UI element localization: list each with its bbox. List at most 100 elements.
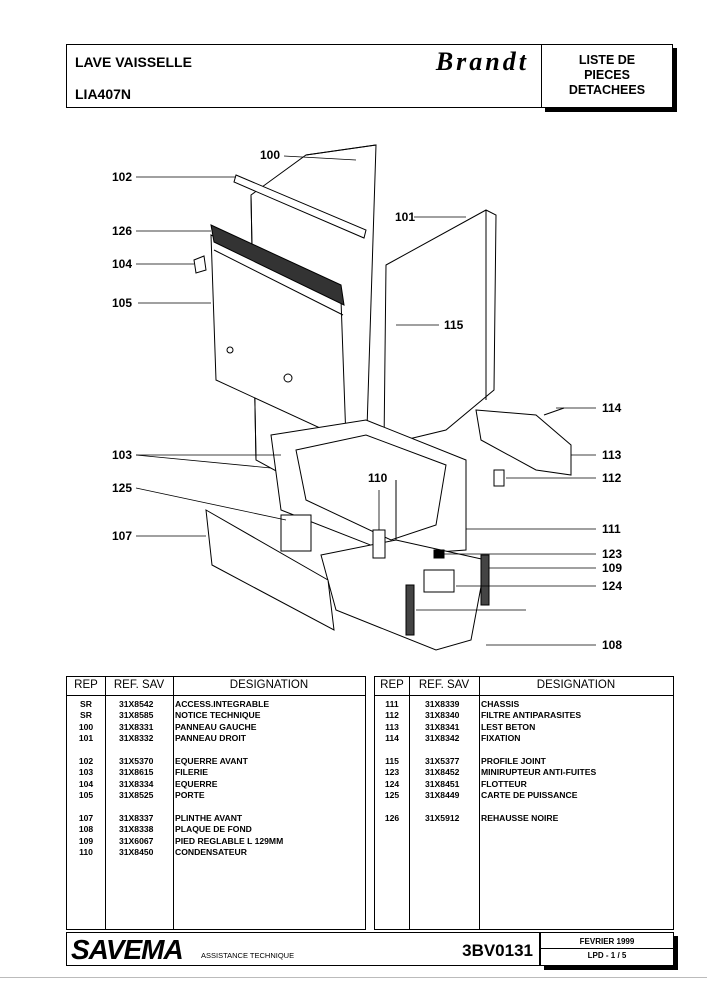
- callout-103: 103: [112, 448, 133, 462]
- cell-ref: 31X8615: [119, 767, 154, 778]
- table-row: 115 31X5377 PROFILE JOINT: [375, 756, 673, 767]
- exploded-diagram: 100 102 101 126 104 105 115 114 103 113 …: [66, 130, 676, 660]
- col-ref: REF. SAV: [113, 679, 165, 691]
- cell-rep: 126: [384, 812, 400, 823]
- cell-ref: 31X8341: [425, 721, 460, 732]
- cell-designation: LEST BETON: [481, 721, 536, 732]
- cell-rep: 114: [385, 733, 399, 744]
- cell-ref: 31X8452: [425, 767, 460, 778]
- table-row: 112 31X8340 FILTRE ANTIPARASITES: [375, 710, 673, 721]
- callout-111: 111: [602, 522, 621, 536]
- cell-rep: 112: [385, 710, 399, 721]
- brand-logo: Brandt: [435, 47, 529, 76]
- cell-designation: CONDENSATEUR: [175, 847, 247, 858]
- page-number: LPD - 1 / 5: [541, 951, 673, 960]
- col-rep: REP: [74, 679, 98, 691]
- table-row: 123 31X8452 MINIRUPTEUR ANTI-FUITES: [375, 767, 673, 778]
- cell-designation: PLAQUE DE FOND: [175, 824, 252, 835]
- table-row: [375, 745, 673, 756]
- company-logo: SAVEMA: [71, 934, 184, 965]
- cell-rep: 101: [78, 733, 94, 744]
- page-prefix: LPD -: [587, 951, 609, 960]
- cell-rep: 115: [385, 755, 399, 766]
- cell-ref: 31X5912: [425, 812, 460, 823]
- cell-ref: 31X6067: [119, 835, 154, 846]
- cell-ref: 31X8340: [425, 710, 460, 721]
- callout-123: 123: [602, 547, 623, 561]
- doc-type-box: LISTE DE PIECES DETACHEES: [541, 44, 673, 108]
- cell-rep: 125: [384, 790, 400, 801]
- cell-rep: 107: [78, 812, 94, 823]
- cell-designation: FILERIE: [175, 767, 208, 778]
- table-row: 113 31X8341 LEST BETON: [375, 722, 673, 733]
- callout-108: 108: [602, 638, 623, 652]
- cell-designation: MINIRUPTEUR ANTI-FUITES: [481, 767, 597, 778]
- cell-rep: 102: [78, 755, 94, 766]
- callout-107: 107: [112, 529, 133, 543]
- callout-115: 115: [444, 318, 464, 332]
- cell-ref: 31X8451: [425, 778, 460, 789]
- cell-rep: 104: [78, 778, 94, 789]
- callout-105: 105: [112, 296, 133, 310]
- cell-designation: CHASSIS: [481, 699, 520, 709]
- cell-rep: 113: [385, 721, 399, 732]
- doc-type-line3: DETACHEES: [568, 83, 646, 97]
- col-designation: DESIGNATION: [229, 679, 309, 691]
- callout-114: 114: [602, 401, 622, 415]
- doc-type-line1: LISTE DE: [578, 53, 636, 67]
- callout-100: 100: [260, 148, 281, 162]
- cell-rep: 105: [78, 790, 94, 801]
- cell-designation: EQUERRE AVANT: [175, 755, 248, 766]
- cell-rep: 123: [384, 767, 400, 778]
- cell-rep: 124: [384, 778, 400, 789]
- callout-101: 101: [395, 210, 416, 224]
- table-header: REP REF. SAV DESIGNATION: [375, 677, 673, 696]
- page-value: 1 / 5: [610, 951, 627, 960]
- cell-rep: 100: [78, 721, 94, 732]
- cell-designation: REHAUSSE NOIRE: [481, 812, 559, 823]
- cell-ref: 31X8334: [119, 778, 154, 789]
- col-rep: REP: [380, 679, 404, 691]
- callout-125: 125: [112, 481, 133, 495]
- cell-ref: 31X8542: [119, 699, 154, 709]
- cell-ref: 31X8585: [119, 710, 154, 721]
- cell-designation: FILTRE ANTIPARASITES: [481, 710, 582, 721]
- footer-box: SAVEMA ASSISTANCE TECHNIQUE 3BV0131: [66, 932, 540, 966]
- callout-110: 110: [368, 471, 388, 485]
- cell-designation: PROFILE JOINT: [481, 755, 546, 766]
- model-number: LIA407N: [75, 86, 132, 102]
- table-row: [375, 802, 673, 813]
- doc-date: FEVRIER 1999: [541, 937, 673, 949]
- exploded-view-drawing: [135, 144, 596, 651]
- date-page-box: FEVRIER 1999 LPD - 1 / 5: [540, 932, 674, 966]
- table-row: [67, 802, 365, 813]
- cell-rep: 108: [78, 824, 94, 835]
- callout-126: 126: [112, 224, 133, 238]
- table-row: 124 31X8451 FLOTTEUR: [375, 779, 673, 790]
- cell-rep: SR: [80, 710, 92, 721]
- page-divider: [0, 977, 707, 978]
- cell-designation: PANNEAU GAUCHE: [175, 721, 257, 732]
- cell-rep: SR: [80, 699, 92, 709]
- doc-title: LAVE VAISSELLE: [75, 54, 192, 70]
- cell-designation: CARTE DE PUISSANCE: [481, 790, 578, 801]
- cell-ref: 31X5377: [425, 755, 460, 766]
- cell-designation: ACCESS.INTEGRABLE: [175, 699, 270, 709]
- cell-designation: PIED REGLABLE L 129MM: [175, 835, 284, 846]
- cell-designation: FLOTTEUR: [481, 778, 527, 789]
- cell-ref: 31X8525: [119, 790, 154, 801]
- cell-ref: 31X8450: [119, 847, 154, 858]
- cell-rep: 109: [78, 835, 94, 846]
- table-row: SR 31X8542 ACCESS.INTEGRABLE: [67, 699, 365, 710]
